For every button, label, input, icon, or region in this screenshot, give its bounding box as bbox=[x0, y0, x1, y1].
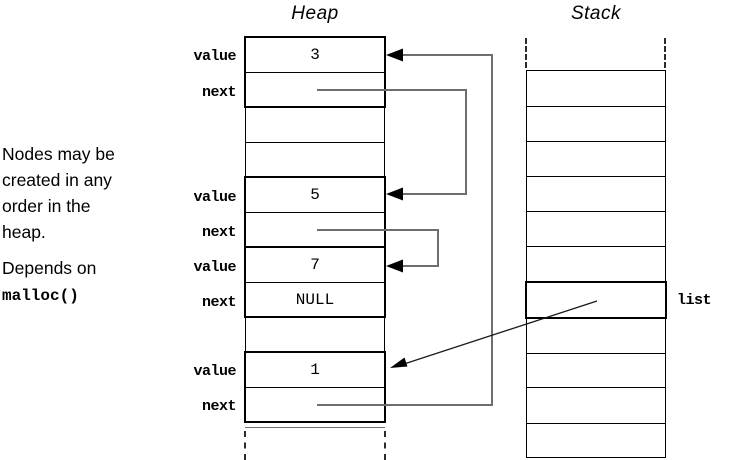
heap-cell-value-7: 7 bbox=[245, 247, 385, 283]
cell-value: 5 bbox=[310, 185, 320, 204]
stack-cell bbox=[526, 106, 666, 141]
malloc-code-label: malloc() bbox=[2, 287, 79, 305]
heap-cell-next bbox=[245, 387, 385, 423]
heap-cell-next bbox=[245, 72, 385, 108]
heap-cell-next bbox=[245, 212, 385, 248]
stack-cell-list bbox=[526, 282, 666, 318]
stack-dashed-edge-left bbox=[525, 38, 527, 68]
stack-cell bbox=[526, 70, 666, 106]
heap-field-label-value: value bbox=[193, 259, 236, 276]
stack-cell bbox=[526, 423, 666, 458]
stack-cell bbox=[526, 246, 666, 282]
heap-dashed-edge-right bbox=[384, 431, 386, 460]
heap-field-label-value: value bbox=[193, 189, 236, 206]
annotation-line: created in any bbox=[2, 170, 112, 190]
arrowhead-list-to-node1 bbox=[390, 357, 408, 368]
annotation-line: Depends on bbox=[2, 258, 97, 278]
annotation-line: Nodes may be bbox=[2, 144, 115, 164]
heap-cell-value-5: 5 bbox=[245, 177, 385, 213]
cell-value: 1 bbox=[310, 360, 320, 379]
stack-dashed-edge-right bbox=[664, 38, 666, 68]
heap-title: Heap bbox=[291, 3, 339, 24]
stack-cell bbox=[526, 318, 666, 353]
stack-cell bbox=[526, 141, 666, 176]
stack-column bbox=[525, 70, 667, 458]
cell-value: 7 bbox=[310, 255, 320, 274]
stack-cell bbox=[526, 387, 666, 423]
heap-field-label-value: value bbox=[193, 48, 236, 65]
heap-field-label-value: value bbox=[193, 363, 236, 380]
cell-value: 3 bbox=[310, 46, 320, 64]
arrowhead-next3-to-node5 bbox=[386, 187, 403, 201]
heap-field-label-next: next bbox=[201, 294, 237, 311]
heap-field-label-next: next bbox=[201, 224, 237, 241]
heap-continuation-line bbox=[245, 427, 385, 428]
stack-cell bbox=[526, 211, 666, 246]
list-pointer-label: list bbox=[677, 292, 712, 309]
stack-title: Stack bbox=[570, 3, 622, 24]
heap-column: 3 5 7 NULL 1 bbox=[244, 36, 386, 423]
heap-cell-empty bbox=[245, 317, 385, 353]
arrowhead-next1-to-node3 bbox=[386, 48, 403, 62]
heap-field-label-next: next bbox=[201, 398, 237, 415]
stack-cell bbox=[526, 176, 666, 211]
heap-cell-next-null: NULL bbox=[245, 282, 385, 318]
heap-dashed-edge-left bbox=[244, 431, 246, 460]
heap-cell-empty bbox=[245, 142, 385, 178]
heap-cell-empty bbox=[245, 107, 385, 143]
heap-field-label-next: next bbox=[201, 84, 237, 101]
heap-cell-value-1: 1 bbox=[245, 352, 385, 388]
annotation-line: heap. bbox=[2, 222, 46, 242]
stack-cell bbox=[526, 353, 666, 387]
annotation-line: order in the bbox=[2, 196, 91, 216]
arrowhead-next5-to-node7 bbox=[386, 259, 403, 273]
heap-cell-value-3: 3 bbox=[245, 37, 385, 73]
cell-value: NULL bbox=[295, 290, 335, 309]
